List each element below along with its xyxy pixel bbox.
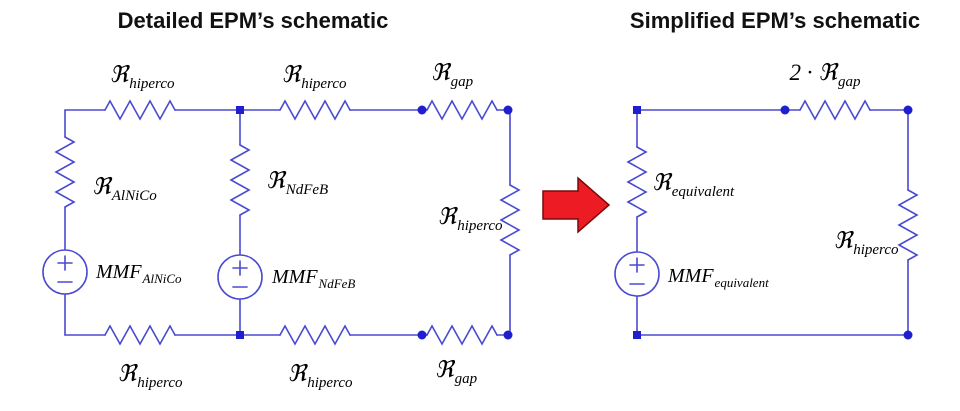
- label-r-hiperco-right: ℜhiperco: [438, 204, 503, 234]
- simplified-circuit: [614, 100, 918, 336]
- title-simplified: Simplified EPM’s schematic: [630, 8, 920, 33]
- junction-square-bottom: [236, 331, 244, 339]
- label-r-gap-bottom: ℜgap: [435, 357, 478, 387]
- mmf-source-ndfeb: [217, 254, 263, 300]
- label-r-hiperco-bottom-mid: ℜhiperco: [288, 361, 353, 391]
- label-r-gap-top: ℜgap: [431, 60, 474, 90]
- node-dot: [503, 330, 513, 340]
- label-r-hiperco-top-left: ℜhiperco: [110, 62, 175, 92]
- node-dot: [417, 330, 427, 340]
- transform-arrow-icon: [542, 176, 611, 234]
- junction-square-top: [236, 106, 244, 114]
- mmf-source-equivalent: [614, 251, 660, 297]
- node-dot: [780, 105, 790, 115]
- simplified-nodes: [633, 105, 913, 340]
- title-detailed: Detailed EPM’s schematic: [118, 8, 389, 33]
- label-r-equivalent: ℜequivalent: [652, 170, 735, 200]
- detailed-nodes: [236, 105, 513, 340]
- label-mmf-alnico: MMFAlNiCo: [95, 261, 182, 286]
- junction-square-bottom-right-circuit: [633, 331, 641, 339]
- node-dot: [417, 105, 427, 115]
- mmf-source-alnico: [42, 249, 88, 295]
- node-dot: [903, 105, 913, 115]
- node-dot: [503, 105, 513, 115]
- label-r-alnico: ℜAlNiCo: [92, 174, 157, 204]
- label-r-ndfeb: ℜNdFeB: [266, 168, 328, 198]
- label-r-hiperco-bottom-left: ℜhiperco: [118, 361, 183, 391]
- label-r-2gap: 2 · ℜgap: [790, 60, 861, 90]
- label-r-hiperco-simplified: ℜhiperco: [834, 228, 899, 258]
- label-mmf-equivalent: MMFequivalent: [667, 265, 769, 290]
- label-r-hiperco-top-mid: ℜhiperco: [282, 62, 347, 92]
- node-dot: [903, 330, 913, 340]
- label-mmf-ndfeb: MMFNdFeB: [271, 266, 355, 291]
- simplified-wires: [636, 109, 909, 336]
- junction-square-top-right-circuit: [633, 106, 641, 114]
